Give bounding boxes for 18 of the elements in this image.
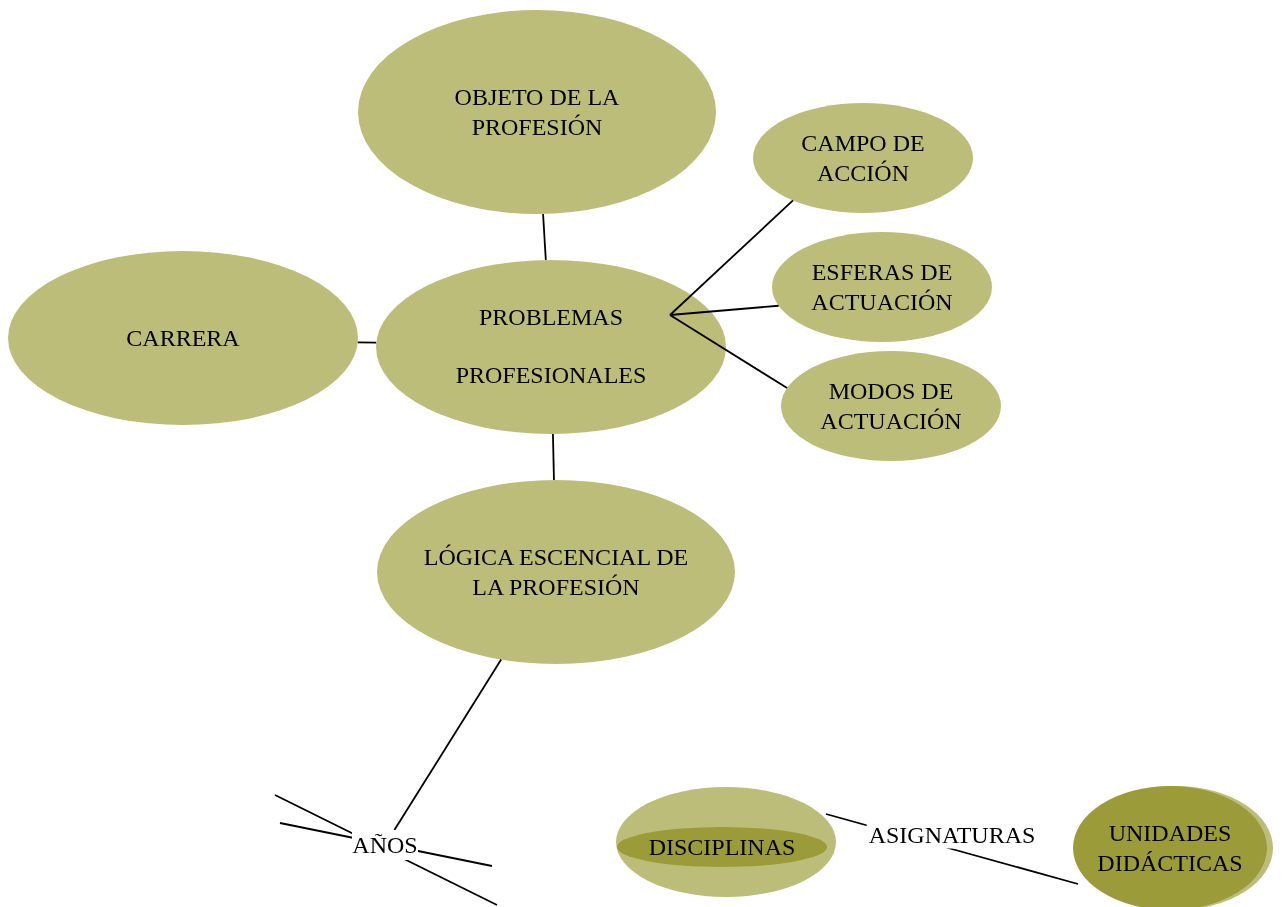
node-text: CAMPO DE ACCIÓN [800,129,926,188]
node-text: LÓGICA ESCENCIAL DE LA PROFESIÓN [422,543,690,602]
node-text: CARRERA [126,324,240,353]
ellipse-node [617,827,827,867]
connector-line [356,341,378,344]
connector-line [669,304,780,316]
connector-line [393,658,503,831]
node-text: PROBLEMAS PROFESIONALES [454,303,648,390]
connector-line [669,199,794,316]
connector-line [542,213,547,261]
connector-line [669,314,788,389]
node-text: MODOS DE ACTUACIÓN [819,377,963,436]
node-text: OBJETO DE LA PROFESIÓN [453,83,621,142]
node-label: AÑOS [352,830,418,860]
node-text: DISCIPLINAS [648,833,796,862]
connector-line [552,433,555,481]
node-text: UNIDADES DIDÁCTICAS [1096,819,1244,878]
node-text: ESFERAS DE ACTUACIÓN [810,258,954,317]
